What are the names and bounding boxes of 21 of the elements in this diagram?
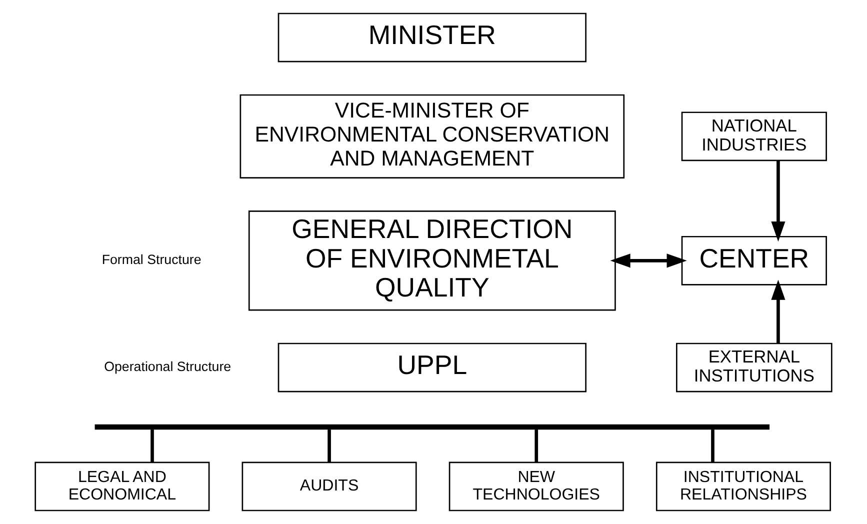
node-box: AUDITS [242, 462, 417, 512]
arrow [610, 254, 687, 268]
arrow [771, 160, 786, 242]
node-box: MINISTER [278, 12, 586, 62]
arrow [771, 280, 786, 344]
node-box: EXTERNAL INSTITUTIONS [676, 342, 832, 392]
connector [711, 430, 714, 462]
node-box: LEGAL AND ECONOMICAL [34, 462, 210, 512]
node-box: CENTER [681, 236, 827, 286]
label: Operational Structure [104, 358, 232, 374]
node-box: NATIONAL INDUSTRIES [681, 112, 827, 162]
node-box: UPPL [278, 342, 586, 392]
connector [328, 430, 331, 462]
label: Formal Structure [102, 252, 202, 268]
node-bar [94, 424, 770, 430]
node-box: INSTITUTIONAL RELATIONSHIPS [656, 462, 831, 512]
node-box: VICE-MINISTER OF ENVIRONMENTAL CONSERVATION AND MANAGEMENT [240, 94, 625, 178]
connector [150, 430, 154, 462]
connector [534, 430, 538, 462]
node-box: NEW TECHNOLOGIES [448, 462, 624, 512]
node-box: GENERAL DIRECTION OF ENVIRONMETAL QUALITY [248, 210, 616, 311]
